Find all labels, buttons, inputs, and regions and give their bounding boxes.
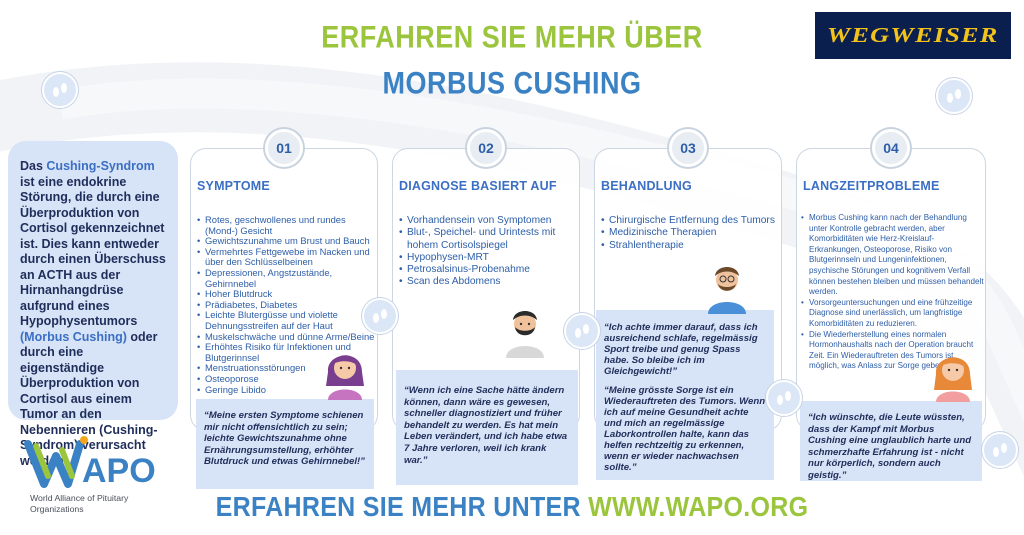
list-item: Petrosalsinus-Probenahme <box>399 264 579 277</box>
card-number: 04 <box>872 129 910 167</box>
footprints-icon <box>564 313 600 349</box>
intro-text-3: oder durch eine eigenständige Überproduk… <box>20 329 158 468</box>
footer-text: ERFAHREN SIE MEHR UNTER <box>215 491 589 523</box>
title-top: ERFAHREN SIE MEHR ÜBER <box>321 19 703 55</box>
wegweiser-logo[interactable]: WEGWEISER <box>815 12 1011 59</box>
wapo-logo-text: APO <box>82 452 156 490</box>
list-item: Blut-, Speichel- und Urintests mit hohem… <box>399 227 579 252</box>
diagnosis-list: Vorhandensein von Symptomen Blut-, Speic… <box>399 215 579 289</box>
list-item: Geringe Libido <box>197 384 377 396</box>
card-title: LANGZEITPROBLEME <box>803 179 940 193</box>
footprints-icon <box>42 72 78 108</box>
list-item: Hypophysen-MRT <box>399 252 579 265</box>
card-number: 02 <box>467 129 505 167</box>
quote-langzeitprobleme: “Ich wünschte, die Leute wüssten, dass d… <box>800 401 982 481</box>
intro-box: Das Cushing-Syndrom ist eine endokrine S… <box>8 141 178 468</box>
list-item: Leichte Blutergüsse und violette Dehnung… <box>197 309 377 331</box>
quote-text: “Ich achte immer darauf, dass ich ausrei… <box>604 322 758 377</box>
card-number: 01 <box>265 129 303 167</box>
intro-highlight-cushing-syndrom: Cushing-Syndrom <box>46 159 155 173</box>
list-item: Strahlentherapie <box>601 240 781 253</box>
wapo-subtitle: World Alliance of Pituitary Organization… <box>30 493 129 514</box>
list-item: Erhöhtes Risiko für Infektionen und Blut… <box>197 341 377 363</box>
card-title: BEHANDLUNG <box>601 179 692 193</box>
list-item: Vorsorgeuntersuchungen und eine frühzeit… <box>801 298 985 330</box>
list-item: Depressionen, Angstzustände, Gehirnnebel <box>197 267 377 289</box>
avatar-woman-purple-hair-icon <box>326 355 364 400</box>
symptom-list: Rotes, geschwollenes und rundes (Mond-) … <box>197 214 377 396</box>
list-item: Die Wiederherstellung eines normalen Hor… <box>801 330 985 372</box>
card-number: 03 <box>669 129 707 167</box>
avatar-woman-orange-hair-icon <box>934 357 972 402</box>
long-term-list: Morbus Cushing kann nach der Behandlung … <box>801 213 985 372</box>
card-title: DIAGNOSE BASIERT AUF <box>399 179 557 193</box>
footprints-icon <box>982 432 1018 468</box>
quote-diagnose: “Wenn ich eine Sache hätte ändern können… <box>396 370 578 485</box>
wapo-logo-icon[interactable]: APO <box>22 432 182 527</box>
quote-behandlung: “Ich achte immer darauf, dass ich ausrei… <box>596 310 774 480</box>
wegweiser-logo-text: WEGWEISER <box>827 23 999 47</box>
footprints-icon <box>766 380 802 416</box>
list-item: Vorhandensein von Symptomen <box>399 215 579 228</box>
avatar-man-glasses-icon <box>708 267 746 314</box>
list-item: Hoher Blutdruck <box>197 289 377 300</box>
list-item: Vermehrtes Fettgewebe im Nacken und über… <box>197 246 377 268</box>
footer-cta: ERFAHREN SIE MEHR UNTER WWW.WAPO.ORG <box>0 491 1024 523</box>
intro-highlight-morbus-cushing: (Morbus Cushing) <box>20 329 127 344</box>
list-item: Morbus Cushing kann nach der Behandlung … <box>801 213 985 298</box>
intro-text-2: ist eine endokrine Störung, die durch ei… <box>20 174 166 329</box>
card-title: SYMPTOME <box>197 179 270 193</box>
intro-text-1: Das <box>20 159 47 173</box>
avatar-man-beard-icon <box>506 311 544 358</box>
treatment-list: Chirurgische Entfernung des Tumors Mediz… <box>601 215 781 252</box>
list-item: Muskelschwäche und dünne Arme/Beine <box>197 331 377 343</box>
list-item: Gewichtszunahme um Brust und Bauch <box>197 236 377 247</box>
list-item: Rotes, geschwollenes und rundes (Mond-) … <box>197 214 377 236</box>
list-item: Medizinische Therapien <box>601 227 781 240</box>
footprints-icon <box>362 298 398 334</box>
quote-symptome: “Meine ersten Symptome schienen mir nich… <box>196 399 374 489</box>
list-item: Scan des Abdomens <box>399 276 579 289</box>
list-item: Chirurgische Entfernung des Tumors <box>601 215 781 228</box>
list-item: Osteoporose <box>197 373 377 385</box>
footer-link[interactable]: WWW.WAPO.ORG <box>588 491 809 523</box>
quote-text: “Meine grösste Sorge ist ein Wiederauftr… <box>604 385 766 473</box>
footprints-icon <box>936 78 972 114</box>
card-langzeitprobleme: 04 LANGZEITPROBLEME Morbus Cushing kann … <box>796 129 986 431</box>
list-item: Menstruationsstörungen <box>197 363 377 374</box>
page-title: MORBUS CUSHING <box>382 65 642 101</box>
list-item: Prädiabetes, Diabetes <box>197 299 377 311</box>
